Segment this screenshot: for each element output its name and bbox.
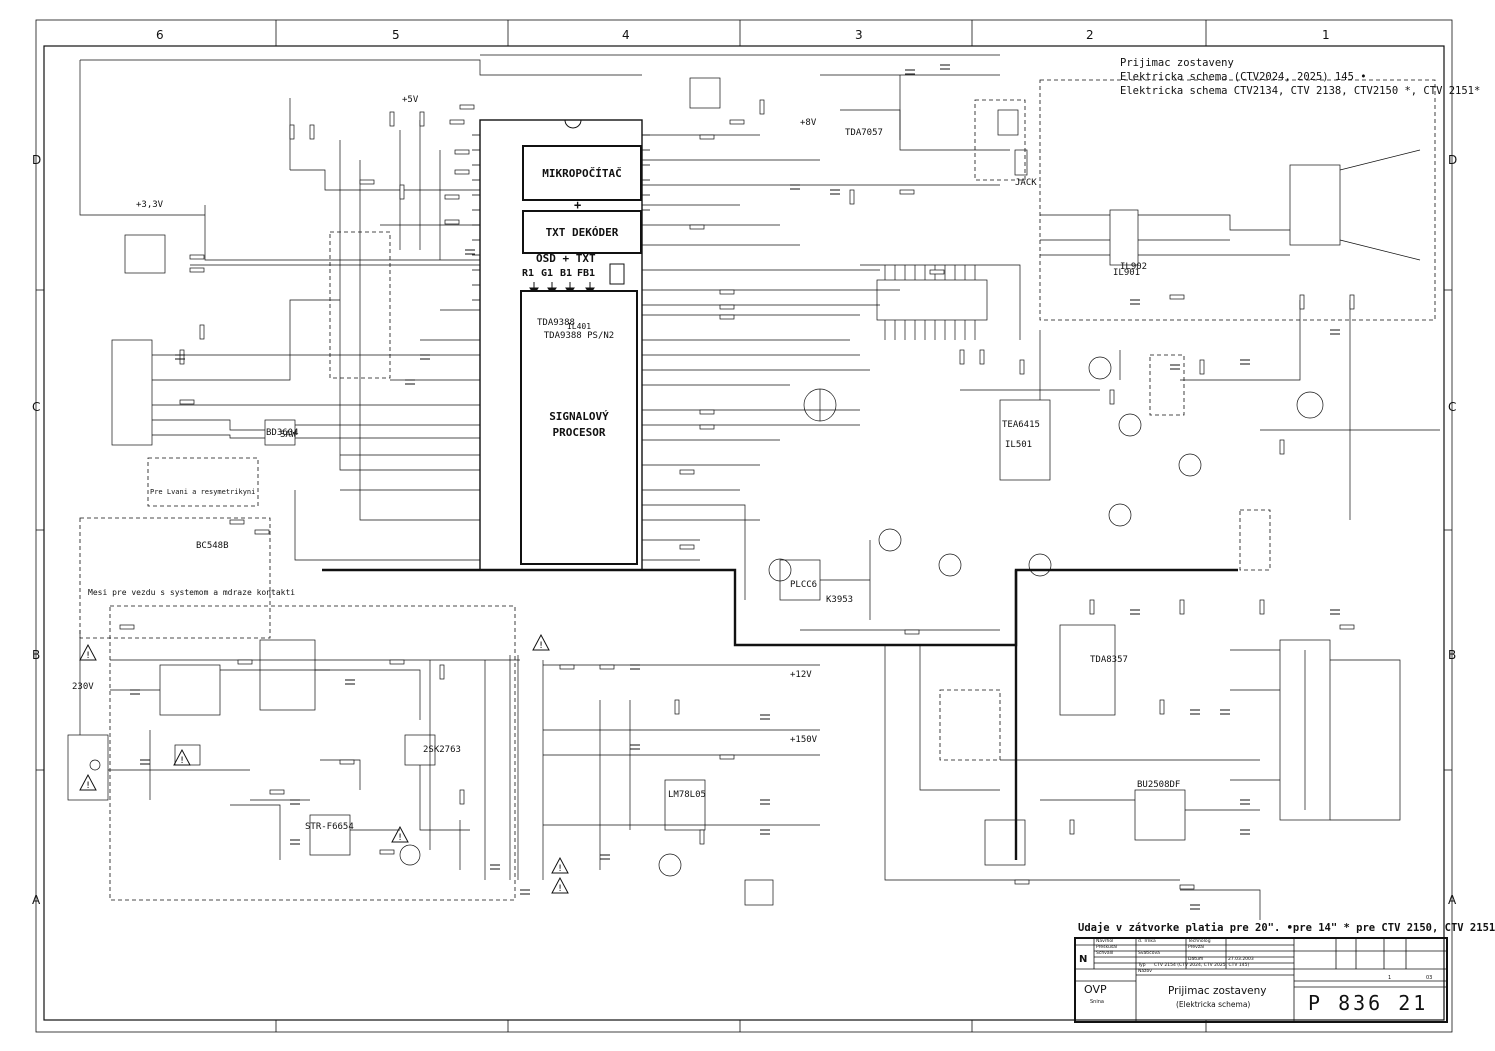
component-label: TEA6415 [1002, 420, 1040, 430]
rgb-out-b: B1 [560, 268, 573, 279]
title-block-row: Typ [1138, 963, 1146, 968]
component-label: JACK [1015, 178, 1037, 188]
header-line-2: Elektricka schema (CTV2024, 2025) 145 • [1120, 71, 1367, 83]
title-block-sheets: 03 [1426, 975, 1433, 981]
svg-text:!: ! [558, 884, 562, 894]
row-label: A [1448, 893, 1457, 907]
component-label: BD3604 [266, 428, 299, 438]
component-label: +12V [790, 670, 812, 680]
svg-text:!: ! [86, 651, 90, 661]
column-label: 1 [1322, 28, 1330, 42]
svg-text:!: ! [86, 781, 90, 791]
column-label: 5 [392, 28, 400, 42]
title-block-subtitle: (Elektricka schema) [1176, 1000, 1251, 1009]
title-block-row: Nazov [1138, 969, 1152, 974]
title-block-row: Schvalil [1096, 951, 1114, 956]
drawing-number: P 836 21 [1308, 991, 1429, 1015]
component-label: K3953 [826, 595, 854, 605]
row-label: C [1448, 400, 1457, 414]
component-label: SAW [280, 430, 297, 440]
component-label: +5V [402, 95, 419, 105]
txt-decoder-block: TXT DEKÓDER [522, 210, 642, 254]
component-label: BC548B [196, 541, 229, 551]
row-label: D [32, 153, 42, 167]
svg-text:!: ! [539, 641, 543, 651]
drawing-header: Prijimac zostaveny Elektricka schema (CT… [1120, 56, 1480, 98]
row-label: D [1448, 153, 1458, 167]
title-block-sheet: 1 [1388, 975, 1392, 981]
component-label: TDA9388 [537, 318, 575, 328]
row-label: B [32, 648, 41, 662]
component-label: +150V [790, 735, 818, 745]
svg-text:!: ! [180, 756, 184, 766]
component-label: IL902 [1120, 262, 1148, 272]
rgb-out-g: G1 [541, 268, 554, 279]
column-label: 3 [855, 28, 863, 42]
title-block-role: Technolog [1188, 939, 1211, 944]
title-block: N Navrhol Preskusal Schvalil Typ Nazov d… [1074, 937, 1448, 1023]
component-label: TDA8357 [1090, 655, 1128, 665]
header-line-1: Prijimac zostaveny [1120, 57, 1234, 69]
rgb-out-r: R1 [522, 268, 535, 279]
svg-text:!: ! [558, 864, 562, 874]
title-block-type: CTV 2154 (CTV 2024, CTV 2025, CTV 145) [1154, 963, 1250, 968]
component-label: PLCC6 [790, 580, 818, 590]
rgb-out-fb: FB1 [577, 268, 596, 279]
column-label: 2 [1086, 28, 1094, 42]
title-block-company: OVP [1084, 983, 1107, 996]
column-label: 4 [622, 28, 630, 42]
header-line-3: Elektricka schema CTV2134, CTV 2138, CTV… [1120, 85, 1481, 97]
title-block-role: Prevzal [1188, 945, 1205, 950]
component-label: STR-F6654 [305, 822, 354, 832]
component-label: +8V [800, 118, 817, 128]
title-block-role: Dátum [1188, 957, 1204, 962]
osd-txt-label: OSD + TXT [536, 252, 596, 265]
signal-processor-block: IL401 TDA9388 PS/N2 SIGNALOVÝ PROCESOR [520, 290, 638, 565]
title-block-row: Preskusal [1096, 945, 1118, 950]
ic-reference: IL401 [566, 322, 592, 331]
component-label: TDA7057 [845, 128, 883, 138]
title-block-title: Prijimac zostaveny [1168, 985, 1267, 997]
component-label: LM78L05 [668, 790, 706, 800]
title-block-n: N [1079, 954, 1088, 965]
component-label: IL901 [1113, 268, 1141, 278]
title-block-name: Svaticova [1138, 951, 1160, 956]
title-block-name: d. Trnka [1138, 939, 1156, 944]
panel-note: Pre Lvani a resymetrikyni [150, 488, 256, 496]
component-label: +3,3V [136, 200, 164, 210]
component-label: 230V [72, 682, 94, 692]
ic-part-number: TDA9388 PS/N2 [543, 331, 615, 341]
row-label: C [32, 400, 41, 414]
footer-note: Udaje v zátvorke platia pre 20". •pre 14… [1078, 922, 1495, 934]
column-label: 6 [156, 28, 164, 42]
title-block-city: Snina [1090, 999, 1104, 1005]
signal-processor-label: SIGNALOVÝ PROCESOR [549, 410, 609, 439]
component-label: BU2508DF [1137, 780, 1181, 790]
title-block-grid [1076, 939, 1446, 1021]
title-block-row: Navrhol [1096, 939, 1114, 944]
row-label: A [32, 893, 41, 907]
plus-sign: + [574, 198, 582, 212]
component-label: 2SK2763 [423, 745, 461, 755]
service-note: Mesi pre vezdu s systemom a mdraze konta… [88, 588, 296, 597]
title-block-date: 27.03.2003 [1228, 957, 1254, 962]
row-label: B [1448, 648, 1457, 662]
svg-text:!: ! [398, 833, 402, 843]
microcomputer-block: MIKROPOČÍTAČ [522, 145, 642, 201]
component-label: IL501 [1005, 440, 1033, 450]
